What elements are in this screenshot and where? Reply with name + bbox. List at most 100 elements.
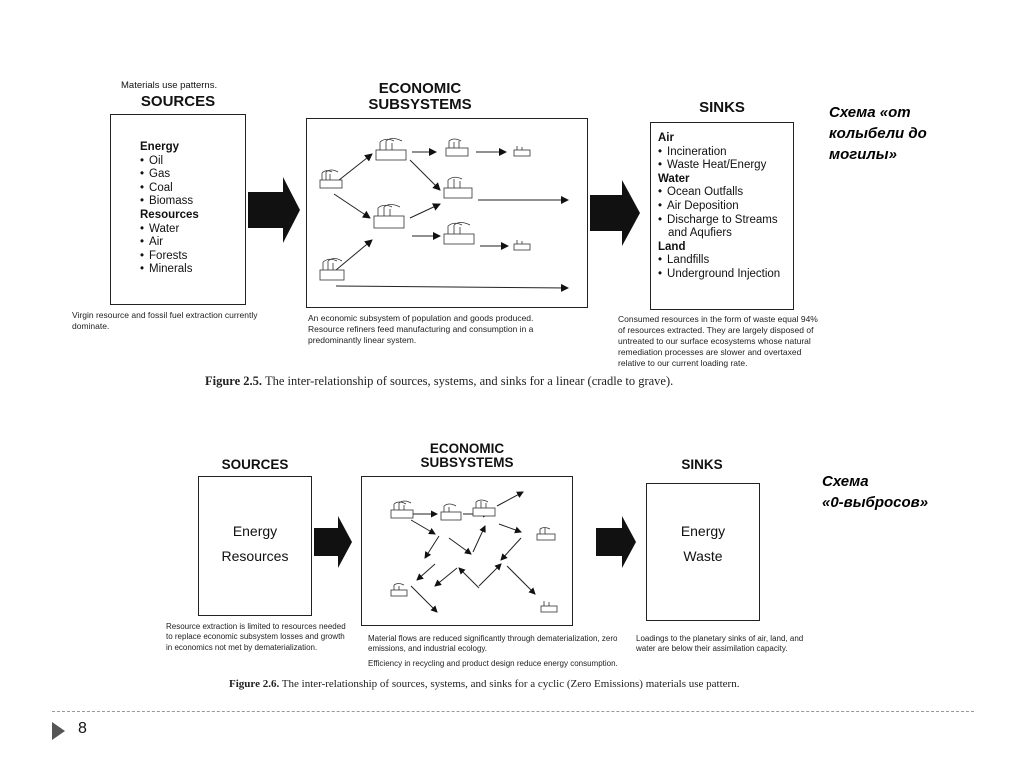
fig1-econ-title-line1: ECONOMIC bbox=[378, 80, 462, 97]
fig2-arrow-sources-econ bbox=[314, 516, 352, 568]
caption-line: Virgin resource and fossil fuel extracti… bbox=[72, 310, 258, 320]
caption-line: relative to our current loading rate. bbox=[618, 358, 748, 369]
page-number: 8 bbox=[78, 720, 87, 737]
fig2-sinks-title: SINKS bbox=[681, 457, 723, 472]
list-heading: Energy bbox=[140, 141, 179, 153]
fig2-sources-box bbox=[198, 476, 312, 616]
caption-line: in economics not met by dematerializatio… bbox=[166, 642, 318, 652]
factory-icon bbox=[390, 583, 408, 597]
caption-line: Resource extraction is limited to resour… bbox=[166, 622, 346, 631]
factory-icon bbox=[443, 176, 473, 199]
note-line: Схема bbox=[822, 473, 869, 490]
fig2-econ-title-line2: SUBSYSTEMS bbox=[420, 455, 514, 471]
flow-arrow bbox=[410, 519, 436, 535]
fig1-arrow-econ-sinks bbox=[590, 180, 640, 246]
list-item: Forests bbox=[140, 250, 199, 264]
fig2-figure-text: The inter-relationship of sources, syste… bbox=[281, 678, 740, 690]
factory-icon bbox=[445, 138, 469, 157]
box-item: Resources bbox=[221, 548, 289, 564]
fig1-sinks-title: SINKS bbox=[699, 99, 745, 116]
caption-line: of resources extracted. They are largely… bbox=[618, 325, 814, 336]
factory-icon bbox=[319, 169, 343, 189]
flow-arrow bbox=[500, 537, 522, 561]
list-item: Oil bbox=[140, 155, 199, 169]
list-item: Air Deposition bbox=[658, 200, 780, 214]
note-line: «0-выбросов» bbox=[822, 494, 929, 511]
list-item: Air bbox=[140, 236, 199, 250]
fig2-arrow-econ-sinks bbox=[596, 516, 636, 568]
factory-icon bbox=[373, 204, 405, 229]
box-item: Waste bbox=[683, 548, 723, 564]
list-item: Water bbox=[140, 223, 199, 237]
fig1-figure-caption: Figure 2.5. The inter-relationship of so… bbox=[205, 374, 673, 389]
list-item: Underground Injection bbox=[658, 268, 780, 282]
caption-line: dominate. bbox=[72, 321, 110, 332]
fig1-econ-title-line2: SUBSYSTEMS bbox=[368, 95, 472, 113]
flow-arrow bbox=[478, 563, 502, 587]
caption-line: Consumed resources in the form of waste … bbox=[618, 314, 818, 324]
flow-arrow bbox=[410, 585, 438, 613]
factory-icon bbox=[390, 500, 414, 519]
fig2-figure-label: Figure 2.6. bbox=[229, 678, 280, 690]
slide-marker-icon bbox=[52, 722, 65, 740]
flow-arrow bbox=[335, 239, 373, 271]
flow-arrow bbox=[409, 203, 441, 219]
fig2-econ-caption-2: Efficiency in recycling and product desi… bbox=[368, 659, 618, 668]
box-item: Energy bbox=[232, 523, 278, 539]
fig2-figure-caption: Figure 2.6. The inter-relationship of so… bbox=[229, 678, 739, 690]
fig1-sinks-caption: Consumed resources in the form of waste … bbox=[618, 314, 818, 369]
fig2-econ-title: ECONOMIC SUBSYSTEMS bbox=[392, 441, 542, 471]
caption-line: emissions, and industrial ecology. bbox=[368, 644, 488, 654]
fig1-sources-title: SOURCES bbox=[140, 93, 216, 110]
note-line: могилы» bbox=[829, 146, 897, 163]
fig1-econ-title: ECONOMIC SUBSYSTEMS bbox=[330, 81, 510, 113]
flow-arrow bbox=[333, 153, 373, 185]
list-heading: Water bbox=[658, 172, 690, 185]
note-line: Схема «от bbox=[829, 104, 911, 121]
box-item: Energy bbox=[680, 523, 726, 539]
caption-line: An economic subsystem of population and … bbox=[308, 313, 534, 323]
flow-arrow bbox=[335, 283, 569, 292]
flow-arrow bbox=[333, 193, 371, 219]
fig2-sinks-box bbox=[646, 483, 760, 621]
flow-arrow bbox=[424, 535, 440, 559]
flow-arrow bbox=[458, 567, 480, 589]
factory-icon bbox=[319, 258, 345, 281]
fig1-figure-text: The inter-relationship of sources, syste… bbox=[264, 374, 674, 388]
flow-arrow bbox=[498, 523, 522, 534]
list-item: Incineration bbox=[658, 146, 780, 160]
caption-line: remediation processes are slower and ove… bbox=[618, 347, 802, 358]
caption-line: Resource refiners feed manufacturing and… bbox=[308, 324, 534, 335]
caption-line: to replace economic subsystem losses and… bbox=[166, 632, 345, 642]
factory-icon bbox=[513, 240, 531, 251]
caption-line: Loadings to the planetary sinks of air, … bbox=[636, 634, 804, 643]
fig2-econ-title-line1: ECONOMIC bbox=[429, 441, 505, 456]
fig1-figure-label: Figure 2.5. bbox=[205, 374, 263, 388]
fig2-econ-flow-diagram bbox=[390, 491, 558, 613]
factory-icon bbox=[440, 503, 462, 521]
factory-icon bbox=[472, 499, 496, 517]
list-item: Ocean Outfalls bbox=[658, 186, 780, 200]
flow-arrow bbox=[434, 567, 458, 587]
caption-line: Material flows are reduced significantly… bbox=[368, 634, 618, 643]
flow-arrow bbox=[416, 563, 436, 581]
factory-icon bbox=[513, 146, 531, 157]
list-item: Discharge to Streams bbox=[658, 214, 780, 228]
fig1-arrow-sources-econ bbox=[248, 177, 300, 243]
factory-icon bbox=[375, 138, 407, 161]
flow-arrow bbox=[506, 565, 536, 595]
fig1-sources-caption: Virgin resource and fossil fuel extracti… bbox=[72, 310, 258, 332]
list-heading: Land bbox=[658, 240, 686, 253]
list-item-continuation: and Aqufiers bbox=[668, 227, 732, 240]
flow-arrow bbox=[448, 537, 472, 555]
factory-icon bbox=[443, 222, 475, 245]
caption-line: untreated to our surface ecosystems whos… bbox=[618, 336, 811, 347]
factory-icon bbox=[540, 601, 558, 613]
fig1-top-note: Materials use patterns. bbox=[121, 80, 218, 91]
fig1-sources-list: EnergyOilGasCoalBiomassResourcesWaterAir… bbox=[140, 141, 199, 277]
fig2-econ-caption: Material flows are reduced significantly… bbox=[368, 634, 617, 655]
list-heading: Resources bbox=[140, 208, 199, 221]
